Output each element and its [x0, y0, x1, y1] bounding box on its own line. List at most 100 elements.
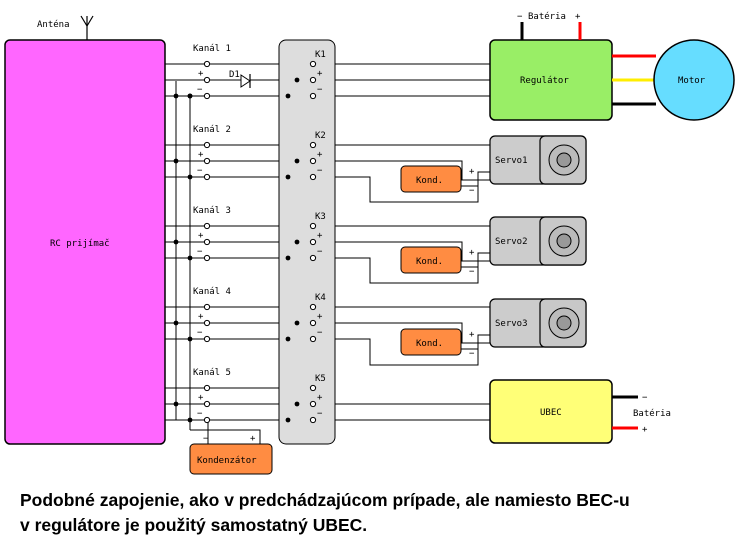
connector-minus-4: −: [317, 328, 323, 338]
pin: [203, 76, 211, 84]
junction-dot: [285, 174, 291, 180]
servo-3-shaft: [556, 315, 572, 331]
pin: [203, 141, 211, 149]
channel-label-2: Kanál 2: [193, 125, 231, 135]
battery-top-label: Batéria: [528, 11, 566, 22]
pin: [203, 238, 211, 246]
servo-3-label: Servo3: [495, 319, 528, 329]
connector-label-4: K4: [315, 293, 326, 303]
battery-top: − Batéria +: [517, 11, 582, 40]
channel-label-5: Kanál 5: [193, 368, 231, 378]
antenna-label: Anténa: [37, 19, 70, 30]
channel-minus-5: −: [197, 409, 203, 419]
pin: [203, 92, 211, 100]
kond-2-label: Kond.: [416, 257, 443, 267]
kond-1-label: Kond.: [416, 176, 443, 186]
pin: [309, 92, 317, 100]
pin: [309, 173, 317, 181]
channel-plus-5: +: [198, 393, 204, 403]
pin: [203, 173, 211, 181]
pin: [309, 60, 317, 68]
kond-3-minus: −: [469, 349, 475, 359]
kond-2-minus: −: [469, 267, 475, 277]
channel-minus-3: −: [197, 247, 203, 257]
regulator: Regulátor: [489, 39, 613, 121]
diode-label: D1: [229, 70, 240, 80]
pin: [309, 303, 317, 311]
pin: [309, 222, 317, 230]
pin: [309, 335, 317, 343]
kond-1-plus: +: [469, 167, 475, 177]
pin: [203, 416, 211, 424]
junction-dot: [173, 158, 179, 164]
pin: [203, 400, 211, 408]
ubec: UBEC: [489, 379, 613, 444]
battery-bottom: − Batéria +: [612, 393, 671, 435]
kondenzator-minus: −: [203, 434, 209, 444]
antenna: Anténa: [37, 15, 94, 40]
junction-dot: [294, 158, 300, 164]
junction-dot: [294, 401, 300, 407]
wire: [316, 334, 490, 366]
kond-2-plus: +: [469, 248, 475, 258]
junction-dot: [285, 255, 291, 261]
pin: [309, 254, 317, 262]
junction-dot: [187, 255, 193, 261]
kond-1-minus: −: [469, 186, 475, 196]
servo-1-label: Servo1: [495, 156, 528, 166]
junction-dot: [294, 77, 300, 83]
wire: [316, 241, 490, 262]
motor-label: Motor: [678, 76, 706, 86]
battery-top-minus: −: [517, 12, 523, 22]
connector-plus-2: +: [317, 150, 323, 160]
pin: [309, 238, 317, 246]
junction-dot: [294, 320, 300, 326]
pin: [203, 157, 211, 165]
junction-dot: [187, 336, 193, 342]
connector-label-1: K1: [315, 50, 326, 60]
pin: [309, 416, 317, 424]
regulator-label: Regulátor: [520, 76, 569, 86]
channel-plus-4: +: [198, 312, 204, 322]
connector-label-3: K3: [315, 212, 326, 222]
connector-plus-3: +: [317, 231, 323, 241]
wire: [316, 322, 490, 344]
connector-plus-4: +: [317, 312, 323, 322]
pin: [203, 319, 211, 327]
battery-bottom-plus: +: [642, 425, 648, 435]
pin: [203, 303, 211, 311]
pin: [309, 384, 317, 392]
pin: [203, 60, 211, 68]
servo-2-label: Servo2: [495, 237, 528, 247]
battery-top-plus: +: [575, 12, 581, 22]
pin: [203, 222, 211, 230]
kond-1-box: [400, 165, 462, 193]
rc-receiver-label: RC prijímač: [50, 238, 110, 249]
kond-2-box: [400, 246, 462, 274]
motor: Motor: [653, 39, 735, 121]
pin: [309, 141, 317, 149]
pin: [203, 335, 211, 343]
connector-label-2: K2: [315, 131, 326, 141]
junction-dot: [285, 93, 291, 99]
battery-bottom-minus: −: [642, 393, 648, 403]
diode-d1: D1: [229, 70, 251, 88]
pin: [309, 319, 317, 327]
channel-minus-4: −: [197, 328, 203, 338]
junction-dot: [173, 93, 179, 99]
junction-dot: [173, 320, 179, 326]
channel-minus-2: −: [197, 166, 203, 176]
wire: [316, 252, 490, 284]
channel-plus-3: +: [198, 231, 204, 241]
connector-minus-2: −: [317, 166, 323, 176]
caption-line-2: v regulátore je použitý samostatný UBEC.: [20, 515, 368, 535]
channel-label-1: Kanál 1: [193, 44, 231, 54]
wiring-diagram: Anténa RC prijímač Regulátor − Batéria +…: [4, 11, 735, 475]
junction-dot: [173, 239, 179, 245]
caption-line-1: Podobné zapojenie, ako v predchádzajúcom…: [20, 490, 630, 510]
connector-label-5: K5: [315, 374, 326, 384]
kondenzator-label: Kondenzátor: [197, 456, 257, 466]
pin: [309, 400, 317, 408]
wire: [316, 160, 490, 181]
junction-dot: [294, 239, 300, 245]
